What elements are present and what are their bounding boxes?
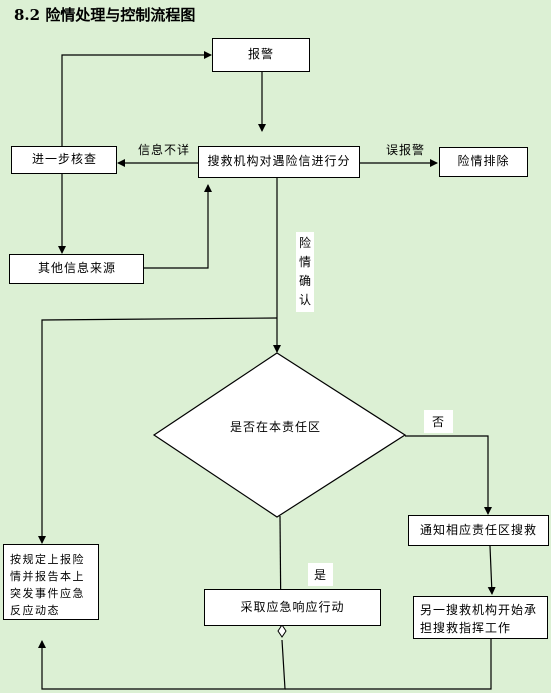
danger-cleared-box: 险情排除 [439, 147, 528, 177]
page-title: 8.2 险情处理与控制流程图 [14, 6, 196, 24]
edge-decision-to-notify [405, 435, 492, 515]
edge-check-to-alarm [61, 51, 212, 146]
edge-label-no: 否 [424, 410, 454, 433]
edge-label-confirmed: 险情确认 [296, 232, 314, 312]
edge-notify-to-agency [487, 545, 496, 595]
other-sources-box: 其他信息来源 [9, 254, 144, 284]
notify-other-box: 通知相应责任区搜救 [408, 515, 549, 546]
take-action-box: 采取应急响应行动 [204, 589, 381, 626]
decision-label: 是否在本责任区 [230, 420, 322, 434]
other-agency-box: 另一搜救机构开始承担搜救指挥工作 [413, 596, 548, 639]
edge-label-info-unclear: 信息不详 [138, 143, 191, 157]
edge-sources-to-rescue [144, 184, 212, 269]
edge-label-false-alarm: 误报警 [386, 143, 426, 157]
rescue-center-box: 搜救机构对遇险信进行分 [198, 146, 360, 178]
edge-label-yes: 是 [308, 563, 334, 586]
decision-diamond [152, 352, 407, 518]
report-box: 按规定上报险情并报告本上突发事件应急反应动态 [3, 544, 99, 620]
edge-bottom-return [38, 639, 286, 690]
alarm-box: 报警 [212, 38, 310, 72]
further-check-box: 进一步核查 [11, 146, 117, 174]
edge-branch-to-report [38, 317, 278, 544]
junction-marker [277, 624, 287, 638]
edge-agency-bottom [285, 639, 492, 690]
